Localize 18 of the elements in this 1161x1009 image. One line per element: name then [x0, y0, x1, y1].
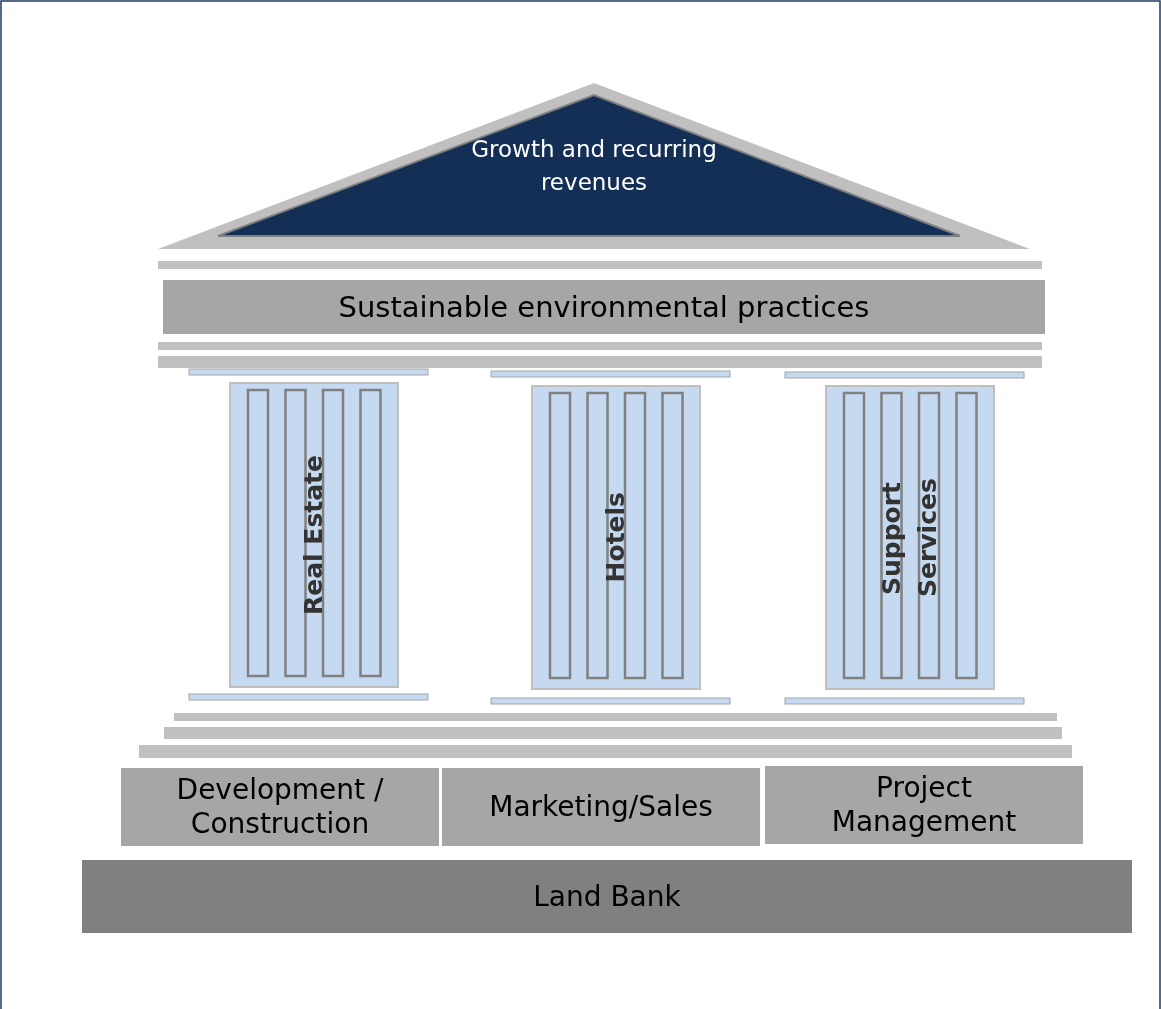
- foundation-slab: [82, 860, 1132, 933]
- foundation-block: [765, 766, 1083, 844]
- pillar-label: Real Estate: [297, 454, 329, 615]
- pillar: [531, 385, 701, 690]
- pillar: [229, 382, 399, 688]
- pillar: [825, 385, 995, 690]
- foundation-block: [442, 768, 760, 846]
- block-label: Project Management: [830, 771, 1018, 839]
- roof-pediment: [158, 83, 1030, 249]
- pillar-label: Hotels: [599, 492, 631, 583]
- block-label: Land Bank: [533, 879, 681, 914]
- block-label: Marketing/Sales: [489, 790, 713, 824]
- roof-label: Growth and recurring revenues: [470, 135, 718, 198]
- banner-band: [163, 280, 1045, 334]
- foundation-block: [121, 768, 439, 846]
- block-label: Development / Construction: [175, 773, 385, 841]
- block-label: Sustainable environmental practices: [338, 289, 870, 325]
- pillar-label: Support Services: [875, 477, 943, 599]
